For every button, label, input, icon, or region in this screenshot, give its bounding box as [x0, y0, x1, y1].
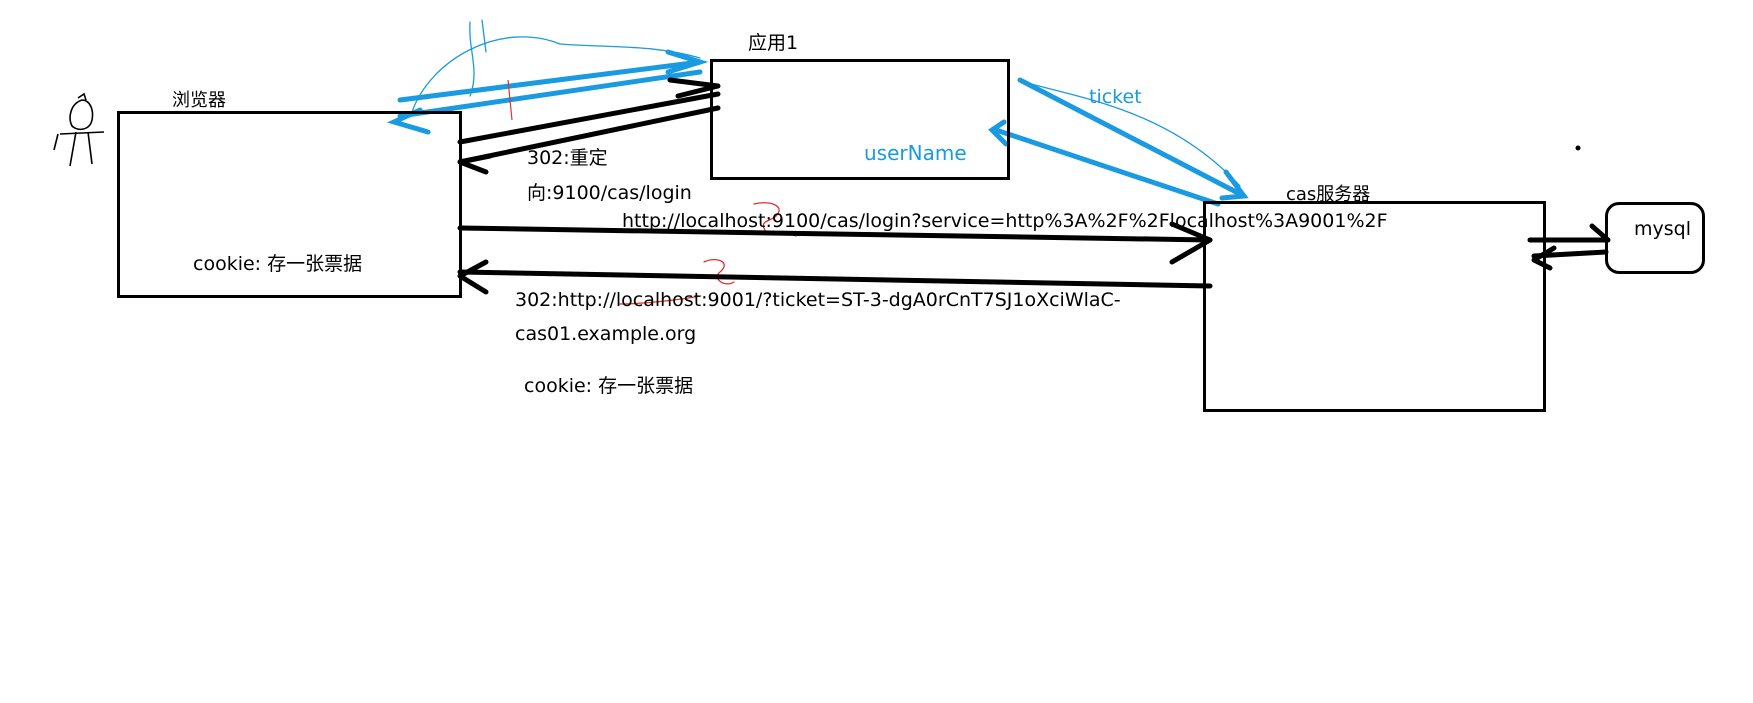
app1-username-label: userName [864, 141, 967, 165]
blue-annotation-strokes [386, 19, 1249, 207]
app1-title: 应用1 [748, 32, 799, 54]
cas-server-title: cas服务器 [1286, 184, 1371, 205]
red-tick-mark [507, 79, 513, 121]
browser-title: 浏览器 [172, 90, 226, 111]
browser-cookie-note: cookie: 存一张票据 [193, 253, 363, 275]
user-stick-figure-icon [53, 92, 105, 167]
ticket-redirect-line2: cas01.example.org [515, 323, 697, 345]
stray-dot [1575, 145, 1581, 151]
app1-box [710, 59, 1010, 180]
cas-server-box [1203, 201, 1546, 412]
mysql-box [1605, 202, 1705, 274]
redirect-login-line2: 向:9100/cas/login [527, 182, 692, 204]
redirect-login-line1: 302:重定 [527, 147, 608, 169]
edge-cookie-note: cookie: 存一张票据 [524, 375, 694, 397]
ticket-label: ticket [1089, 86, 1142, 108]
browser-box [117, 111, 462, 298]
cas-login-url: http://localhost:9100/cas/login?service=… [622, 210, 1388, 232]
ticket-redirect-line1: 302:http://localhost:9001/?ticket=ST-3-d… [515, 289, 1121, 311]
mysql-title: mysql [1634, 218, 1691, 240]
